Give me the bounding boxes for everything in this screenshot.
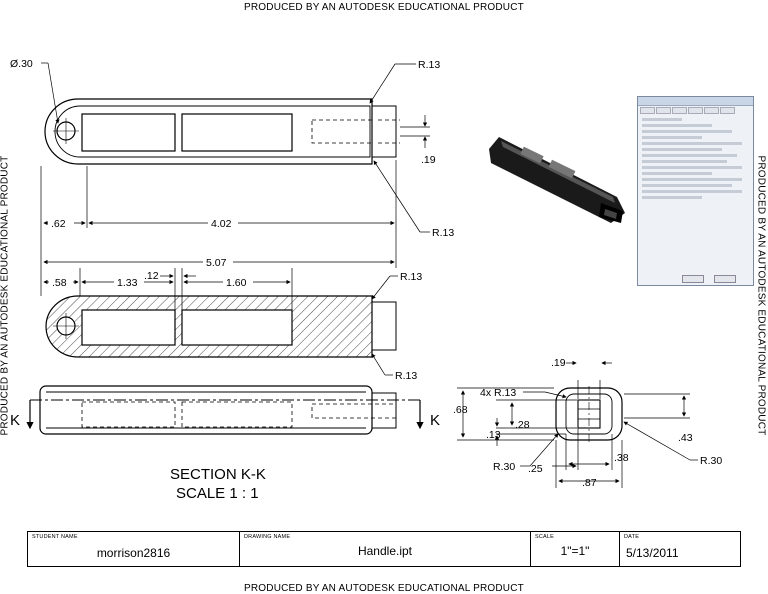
part-3d-illustration <box>489 137 625 223</box>
dialog-titlebar <box>638 97 753 106</box>
dialog-cancel-button <box>714 275 736 283</box>
student-name-label: STUDENT NAME <box>32 534 78 540</box>
dim-160: 1.60 <box>226 277 247 289</box>
top-view-dimensions <box>40 62 430 268</box>
dialog-tabs <box>638 106 753 115</box>
dim-r013-bottom: R.13 <box>432 227 454 239</box>
top-view <box>44 98 400 165</box>
cutting-plane-labels: K K SECTION K-K SCALE 1 : 1 <box>10 412 440 502</box>
date-value: 5/13/2011 <box>626 546 679 560</box>
front-view <box>26 385 424 435</box>
dim-028: .28 <box>515 419 530 431</box>
dim-r013-top: R.13 <box>418 59 440 71</box>
drawing-name-cell: DRAWING NAME Handle.ipt <box>240 532 531 566</box>
dim-end-019: .19 <box>551 357 566 369</box>
dim-r013-sec-bottom: R.13 <box>395 370 417 382</box>
section-scale: SCALE 1 : 1 <box>176 485 259 502</box>
scale-cell: SCALE 1"=1" <box>531 532 620 566</box>
section-view <box>45 295 397 358</box>
end-view-labels: .19 4x R.13 .68 .28 .13 .43 R.30 .25 .38… <box>453 357 722 489</box>
dim-019: .19 <box>421 154 436 166</box>
dim-043: .43 <box>678 432 693 444</box>
dim-diameter: Ø.30 <box>10 58 33 70</box>
iproperties-dialog-thumbnail <box>637 96 754 286</box>
student-name-cell: STUDENT NAME morrison2816 <box>28 532 240 566</box>
dim-013: .13 <box>486 429 501 441</box>
title-block: STUDENT NAME morrison2816 DRAWING NAME H… <box>27 531 741 567</box>
dim-r030-left: R.30 <box>493 461 515 473</box>
drawing-name-value: Handle.ipt <box>357 544 413 558</box>
dim-507: 5.07 <box>206 257 227 269</box>
dim-038: .38 <box>614 452 629 464</box>
dim-058: .58 <box>52 277 67 289</box>
dim-087: .87 <box>582 477 597 489</box>
cut-letter-right: K <box>430 412 440 429</box>
dim-068: .68 <box>453 404 468 416</box>
scale-value: 1"=1" <box>560 544 590 558</box>
dim-133: 1.33 <box>117 277 138 289</box>
cut-letter-left: K <box>10 412 20 429</box>
scale-label: SCALE <box>535 534 555 540</box>
date-label: DATE <box>624 534 640 540</box>
top-view-labels: Ø.30 R.13 .19 R.13 .62 4.02 5.07 <box>10 58 454 269</box>
watermark-bottom: PRODUCED BY AN AUTODESK EDUCATIONAL PROD… <box>244 583 524 594</box>
dim-025: .25 <box>528 463 543 475</box>
end-view <box>555 386 623 444</box>
section-view-labels: .58 1.33 .12 1.60 R.13 R.13 <box>49 270 422 382</box>
section-title: SECTION K-K <box>170 466 266 483</box>
dim-062: .62 <box>51 218 66 230</box>
dim-r013-sec-top: R.13 <box>400 271 422 283</box>
end-view-dimensions <box>457 360 698 488</box>
dim-012: .12 <box>144 270 159 282</box>
date-cell: DATE 5/13/2011 <box>620 532 740 566</box>
dim-r030-right: R.30 <box>700 455 722 467</box>
student-name-value: morrison2816 <box>96 546 171 560</box>
drawing-name-label: DRAWING NAME <box>244 534 291 540</box>
dialog-close-button <box>682 275 704 283</box>
dim-402: 4.02 <box>211 218 232 230</box>
dim-4x-r013: 4x R.13 <box>480 387 516 399</box>
watermark-top: PRODUCED BY AN AUTODESK EDUCATIONAL PROD… <box>244 2 524 13</box>
